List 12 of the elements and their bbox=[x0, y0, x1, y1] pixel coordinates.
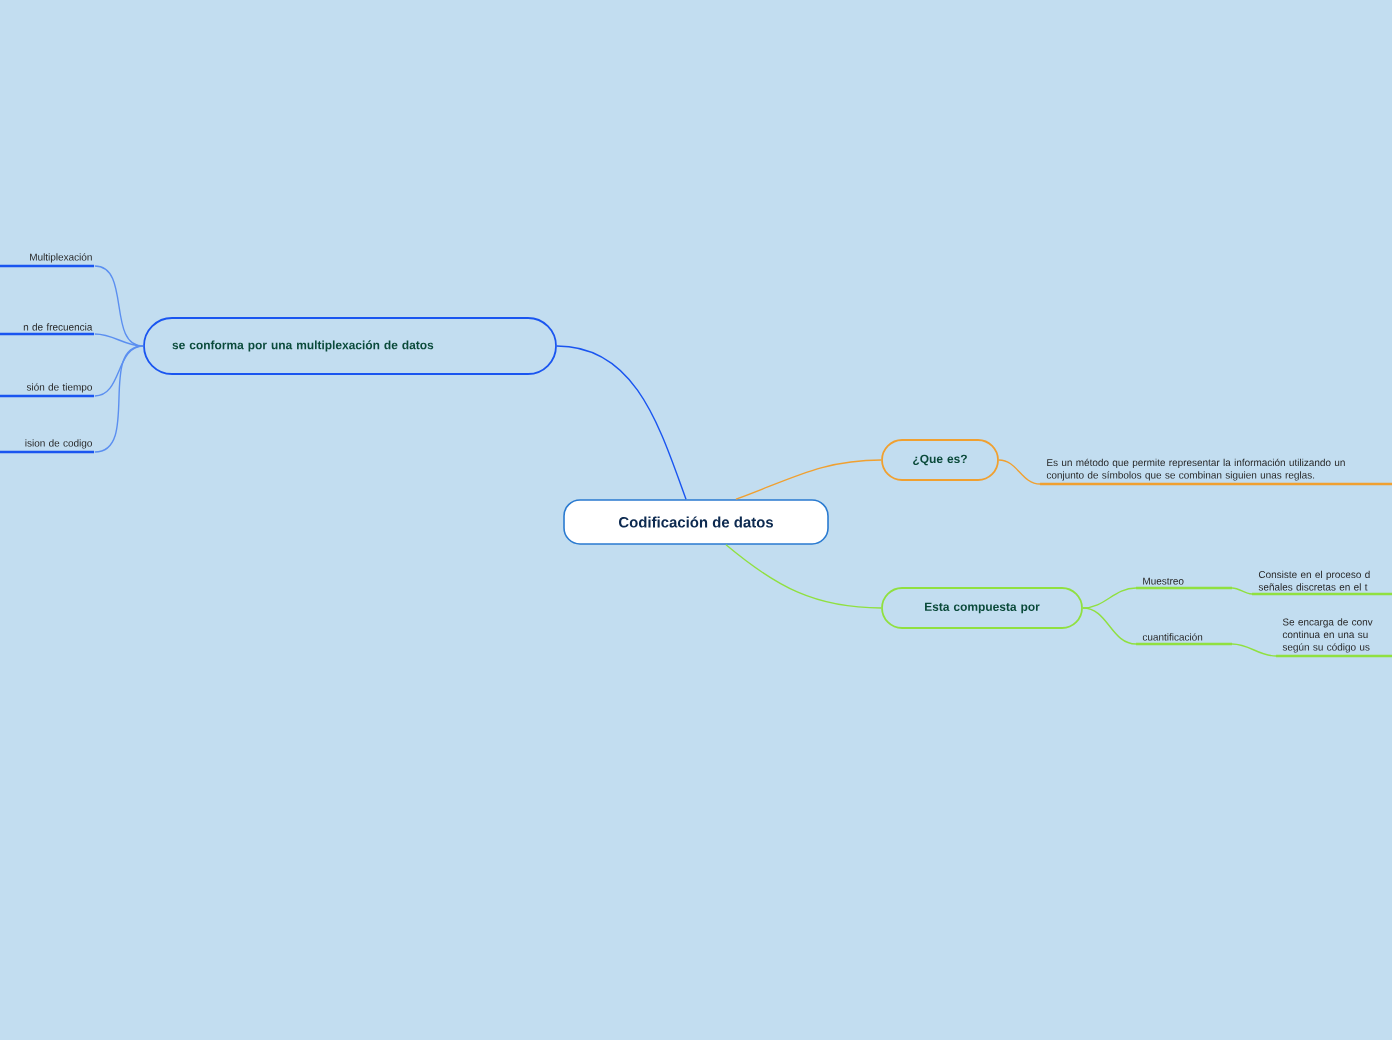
connector bbox=[1231, 643, 1277, 657]
connector bbox=[94, 333, 144, 347]
connector bbox=[1082, 607, 1137, 645]
connector bbox=[556, 345, 687, 500]
connector bbox=[1082, 587, 1137, 609]
connector bbox=[735, 459, 882, 500]
connector bbox=[94, 345, 144, 397]
connector bbox=[1231, 587, 1253, 595]
connector bbox=[725, 544, 882, 609]
connector bbox=[94, 345, 144, 453]
connector bbox=[998, 459, 1041, 485]
connector bbox=[94, 265, 144, 347]
